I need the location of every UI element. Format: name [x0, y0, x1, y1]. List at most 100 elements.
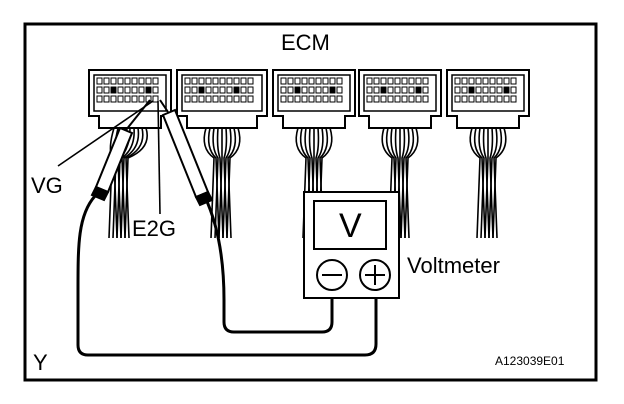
vg-leader	[57, 100, 154, 167]
connector-pin	[308, 86, 315, 94]
connector-pin	[280, 77, 287, 85]
harness-wire	[482, 127, 490, 239]
harness-wire	[405, 127, 415, 239]
harness-wire	[304, 127, 311, 239]
connector-pin	[124, 95, 131, 103]
connector-pin	[103, 77, 110, 85]
connector-pin	[212, 86, 219, 94]
harness-wire	[125, 127, 144, 239]
connector-pin	[380, 77, 387, 85]
connector-pin	[315, 86, 322, 94]
connector-pin	[212, 95, 219, 103]
connector-pin	[366, 95, 373, 103]
harness-wire	[390, 127, 397, 239]
connector-pin	[401, 86, 408, 94]
e2g-label: E2G	[132, 216, 176, 241]
connector-pin	[124, 86, 131, 94]
connector-pin	[131, 86, 138, 94]
harness-wire	[401, 127, 406, 239]
harness-wire	[492, 127, 507, 239]
connector-pin	[219, 86, 226, 94]
harness-wire	[227, 127, 237, 239]
connector-pin	[226, 86, 233, 94]
connector-pin	[247, 77, 254, 85]
connector-pin	[510, 86, 517, 94]
connector-pin	[315, 77, 322, 85]
connector-pin	[287, 77, 294, 85]
connector-pin	[191, 95, 198, 103]
connector-pin	[373, 95, 380, 103]
ecm-connectors	[88, 69, 530, 129]
connector-pin	[422, 95, 429, 103]
connector-pin	[461, 95, 468, 103]
connector-pin	[408, 86, 415, 94]
connector-pin	[219, 77, 226, 85]
connector-pin	[380, 86, 387, 94]
ecm-connector-4	[358, 69, 442, 129]
connector-pin	[475, 86, 482, 94]
connector-pin	[233, 95, 240, 103]
connector-pin	[117, 77, 124, 85]
connector-pin	[329, 77, 336, 85]
negative-lead-wire	[203, 196, 334, 334]
connector-pin	[394, 95, 401, 103]
connector-pin	[468, 77, 475, 85]
connector-pin	[387, 86, 394, 94]
connector-pin	[117, 86, 124, 94]
connector-pin	[226, 95, 233, 103]
voltmeter-display	[313, 200, 387, 250]
connector-pin	[475, 95, 482, 103]
connector-pin	[373, 86, 380, 94]
connector-pin	[308, 77, 315, 85]
connector-pin	[401, 77, 408, 85]
figure-code: A123039E01	[495, 354, 565, 368]
connector-pin	[240, 86, 247, 94]
connector-pin	[394, 77, 401, 85]
connector-pin	[198, 77, 205, 85]
connector-pin	[454, 77, 461, 85]
connector-pin	[294, 95, 301, 103]
connector-pin	[301, 86, 308, 94]
connector-pin	[138, 86, 145, 94]
connector-pin	[110, 95, 117, 103]
positive-lead-wire	[76, 195, 378, 357]
connector-pin	[387, 95, 394, 103]
ecm-connector-5	[446, 69, 530, 129]
diagram-frame	[23, 22, 598, 382]
harness-wire	[295, 127, 307, 239]
connector-pin	[489, 86, 496, 94]
harness-wire	[404, 127, 419, 239]
connector-pin	[322, 77, 329, 85]
harness-wire	[473, 127, 486, 239]
harness-wire	[488, 127, 498, 239]
connector-pin	[401, 95, 408, 103]
harness-wire	[385, 127, 398, 239]
harness-wire	[314, 127, 324, 239]
connector-pin	[191, 77, 198, 85]
minus-terminal-icon	[316, 259, 348, 291]
connector-pin	[205, 95, 212, 103]
connector-pin	[219, 95, 226, 103]
connector-pin	[152, 77, 159, 85]
connector-pin	[380, 95, 387, 103]
harness-wire	[310, 128, 315, 239]
connector-pin	[205, 86, 212, 94]
connector-pin	[322, 95, 329, 103]
connector-pin	[145, 86, 152, 94]
connector-pin	[233, 77, 240, 85]
connector-pin	[482, 86, 489, 94]
connector-pin	[422, 86, 429, 94]
connector-pin	[138, 95, 145, 103]
connector-pin	[247, 95, 254, 103]
connector-pin	[226, 77, 233, 85]
connector-pin	[287, 95, 294, 103]
connector-pin	[110, 77, 117, 85]
harness-wire	[308, 127, 316, 239]
connector-pin	[184, 95, 191, 103]
connector-pin	[138, 77, 145, 85]
harness-wire	[319, 127, 329, 239]
connector-pin	[233, 86, 240, 94]
connector-pin	[103, 86, 110, 94]
connector-pin	[247, 86, 254, 94]
connector-pin	[240, 77, 247, 85]
